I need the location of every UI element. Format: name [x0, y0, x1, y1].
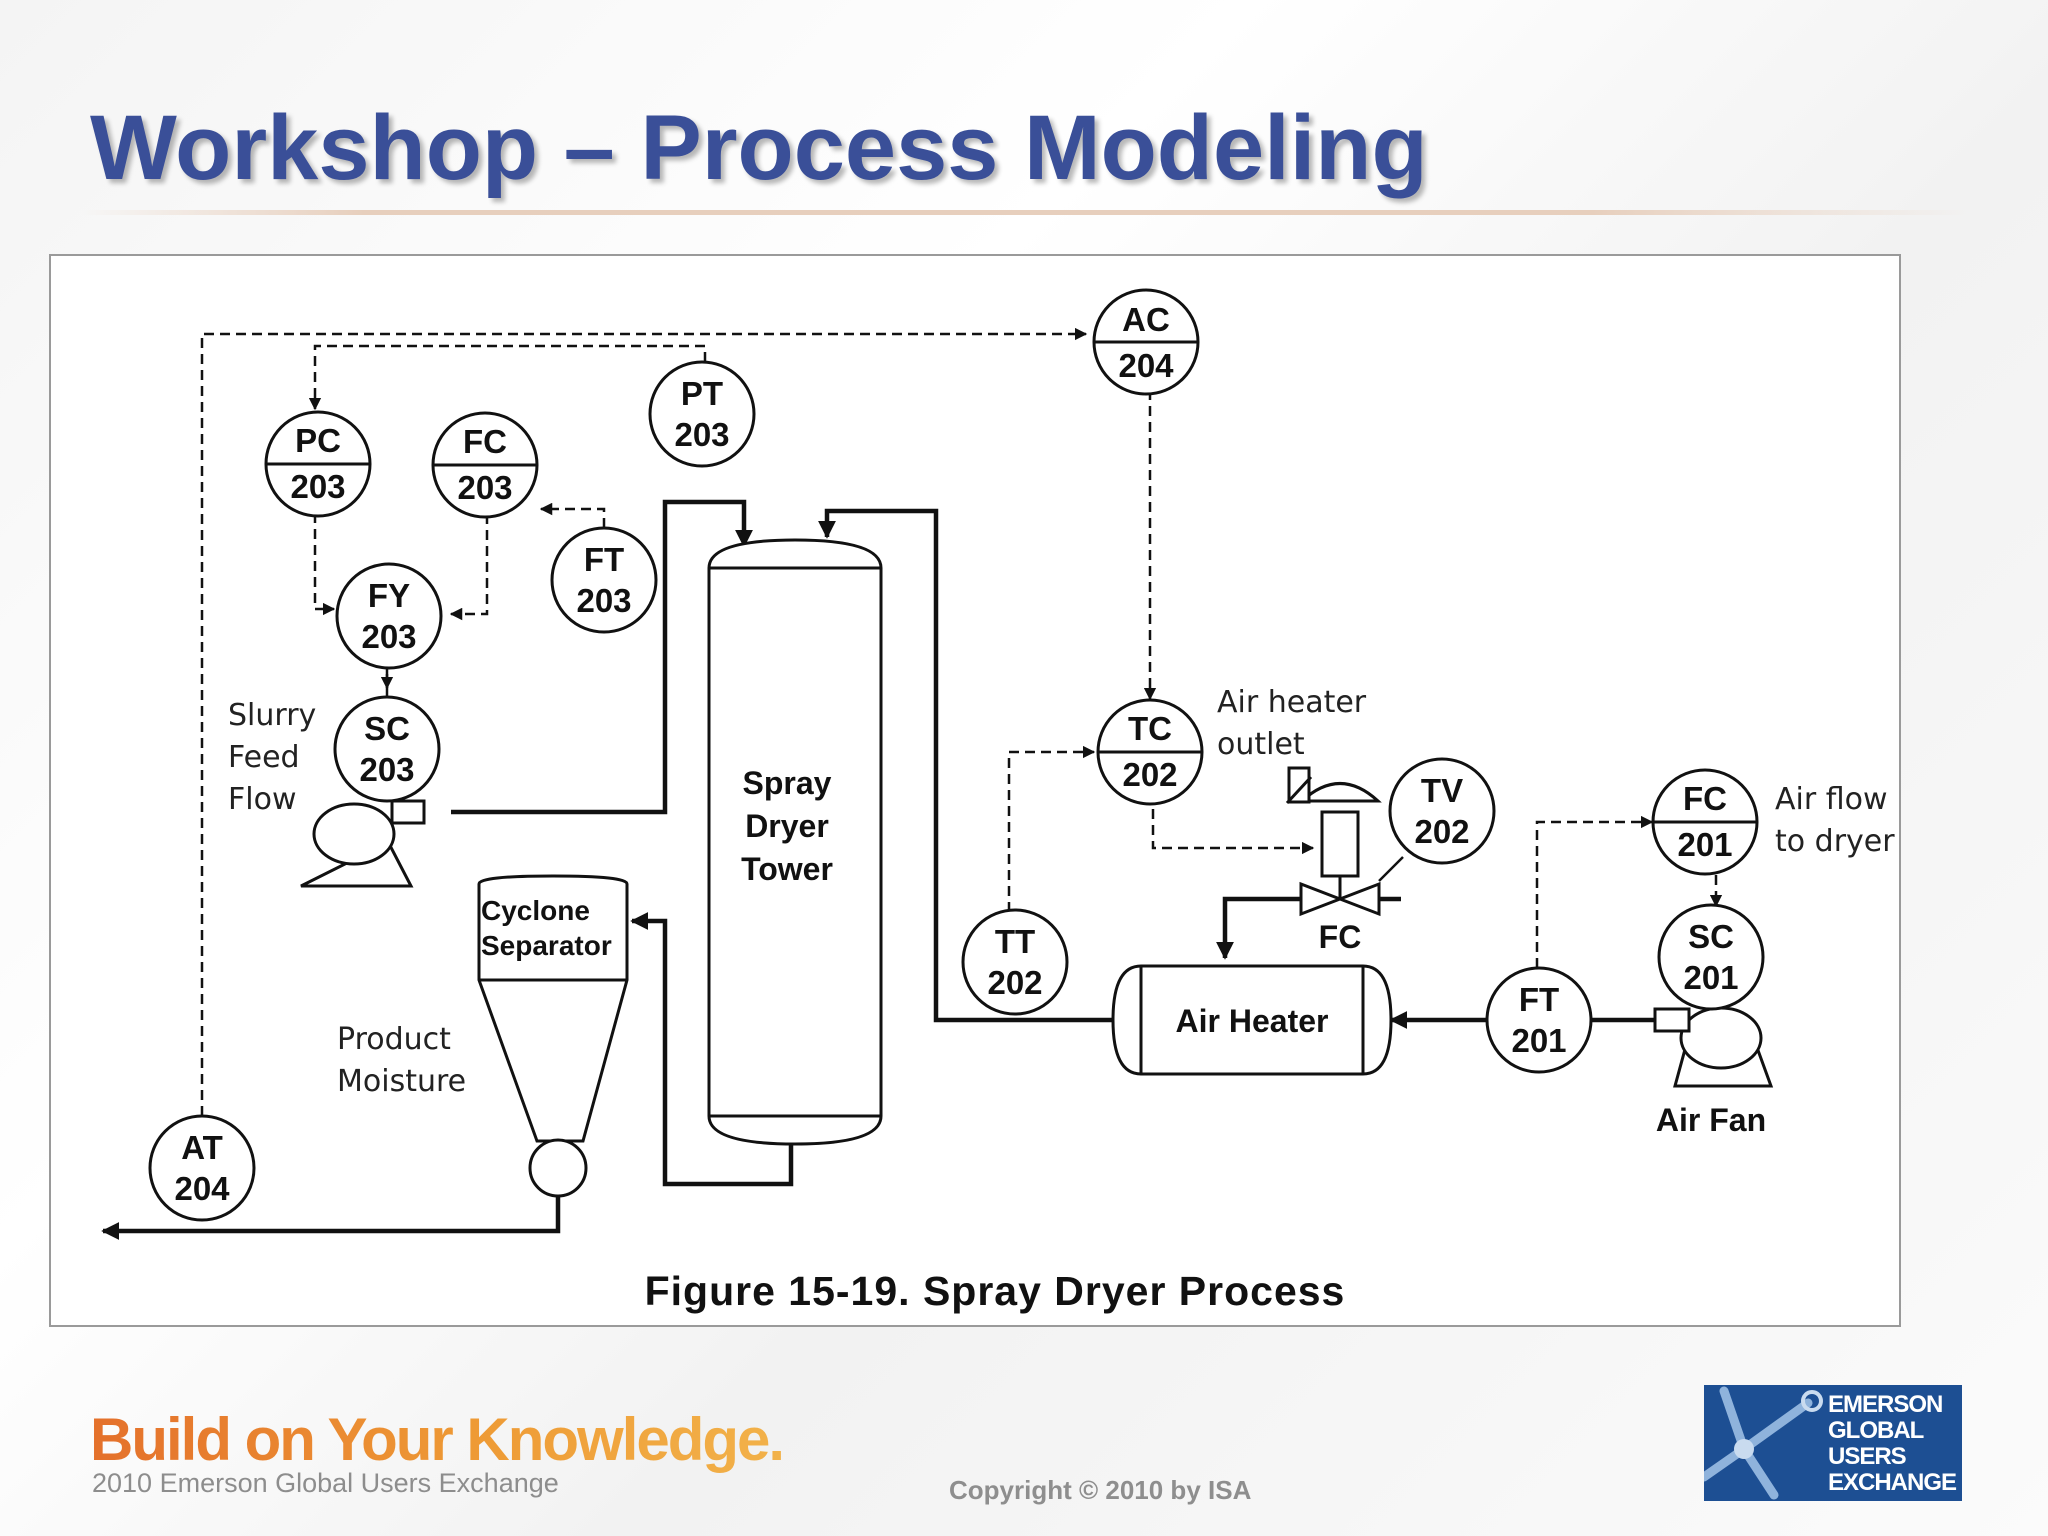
fc203-tag: FC: [463, 423, 507, 460]
cyclone-label-line2: Separator: [481, 930, 612, 961]
pc203-number: 203: [290, 468, 345, 505]
instrument-ac204: AC 204: [1092, 288, 1200, 396]
slurry-note-line2: Feed: [228, 740, 300, 775]
air-fan: [1653, 1006, 1774, 1088]
logo-text-line3: USERS: [1828, 1443, 1907, 1470]
tt202-tag: TT: [995, 923, 1035, 960]
logo-text-line2: GLOBAL: [1828, 1417, 1924, 1444]
signal-tc202-to-tv202: [1151, 809, 1315, 855]
logo-molecule-icon: [1704, 1386, 1823, 1500]
slide-title: Workshop – Process Modeling: [90, 97, 1428, 199]
sc203-tag: SC: [364, 710, 410, 747]
moisture-note-line1: Product: [337, 1022, 451, 1057]
tower-bottom-to-cyclone: [630, 912, 794, 1187]
spray-dryer-tower: [707, 538, 883, 1146]
sc201-tag: SC: [1688, 918, 1734, 955]
signal-ft201-to-fc201: [1535, 815, 1654, 984]
emerson-logo: EMERSON GLOBAL USERS EXCHANGE: [1704, 1385, 1962, 1501]
slurry-feed-line: [451, 499, 753, 815]
pt203-number: 203: [674, 416, 729, 453]
fc201-tag: FC: [1683, 780, 1727, 817]
pc203-tag: PC: [295, 422, 341, 459]
at204-tag: AT: [181, 1129, 223, 1166]
ac204-tag: AC: [1122, 301, 1170, 338]
instrument-sc201: SC 201: [1657, 903, 1765, 1011]
tower-label-line2: Dryer: [745, 808, 829, 844]
instrument-fc201: FC 201: [1651, 768, 1759, 876]
instrument-tt202: TT 202: [961, 908, 1069, 1016]
spray-dryer-diagram: Spray Dryer Tower Cyclone Separator Air …: [49, 254, 1901, 1327]
instrument-fy203: FY 203: [335, 562, 443, 670]
tc202-tag: TC: [1128, 710, 1172, 747]
tower-label-line1: Spray: [743, 765, 832, 801]
air-flow-note-line1: Air flow: [1775, 782, 1888, 817]
instrument-tc202: TC 202: [1096, 698, 1204, 806]
tt202-number: 202: [987, 964, 1042, 1001]
logo-text-line4: EXCHANGE: [1828, 1469, 1957, 1496]
slurry-pump: [300, 799, 426, 888]
logo-text-line1: EMERSON: [1828, 1391, 1943, 1418]
signal-pc203-to-fy203: [313, 513, 336, 616]
ac204-number: 204: [1118, 347, 1174, 384]
tc202-number: 202: [1122, 756, 1177, 793]
fc203-number: 203: [457, 469, 512, 506]
valve-fail-label: FC: [1319, 919, 1362, 955]
instrument-ft201: FT 201: [1485, 966, 1593, 1074]
product-outlet-line: [101, 1196, 561, 1240]
instrument-sc203: SC 203: [333, 695, 441, 803]
sc201-number: 201: [1683, 959, 1738, 996]
cyclone-separator: [477, 874, 629, 1198]
ft203-number: 203: [576, 582, 631, 619]
air-heater-outlet-note-line1: Air heater: [1217, 685, 1367, 720]
footer-subtitle: 2010 Emerson Global Users Exchange: [92, 1468, 559, 1498]
ft201-tag: FT: [1519, 981, 1559, 1018]
tv202-tag: TV: [1421, 772, 1463, 809]
instrument-at204: AT 204: [148, 1114, 256, 1222]
valve-to-heater-line: [1216, 896, 1301, 960]
instrument-fc203: FC 203: [431, 411, 539, 519]
instrument-pc203: PC 203: [264, 410, 372, 518]
signal-ft203-to-fc203: [539, 502, 606, 528]
at204-number: 204: [174, 1170, 230, 1207]
ft203-tag: FT: [584, 541, 624, 578]
tower-label-line3: Tower: [741, 851, 833, 887]
air-fan-label: Air Fan: [1656, 1102, 1766, 1138]
signal-tt202-to-tc202: [1007, 745, 1096, 912]
figure-caption: Figure 15-19. Spray Dryer Process: [645, 1268, 1346, 1314]
pid-drawing: Spray Dryer Tower Cyclone Separator Air …: [101, 288, 1895, 1314]
ft201-number: 201: [1511, 1022, 1566, 1059]
fy203-number: 203: [361, 618, 416, 655]
signal-pt203-to-pc203: [308, 344, 707, 411]
air-heater: [1111, 964, 1393, 1076]
signal-tv202-link: [1378, 856, 1404, 882]
signal-at204-to-ac204: [200, 327, 1088, 1116]
instrument-ft203: FT 203: [550, 526, 658, 634]
instrument-pt203: PT 203: [648, 360, 756, 468]
process-lines: [101, 499, 1696, 1240]
title-divider: [80, 210, 1970, 215]
copyright-notice: Copyright © 2010 by ISA: [949, 1475, 1252, 1505]
fy203-tag: FY: [368, 577, 410, 614]
slurry-note-line3: Flow: [228, 782, 296, 817]
slurry-note-line1: Slurry: [228, 698, 316, 733]
fc201-number: 201: [1677, 826, 1732, 863]
connector-lines: [380, 668, 1404, 882]
sc203-number: 203: [359, 751, 414, 788]
control-valve: [1285, 766, 1382, 917]
air-heater-label: Air Heater: [1176, 1003, 1329, 1039]
footer-slogan: Build on Your Knowledge.: [90, 1406, 785, 1473]
moisture-note-line2: Moisture: [337, 1064, 466, 1099]
pt203-tag: PT: [681, 375, 723, 412]
tv202-number: 202: [1414, 813, 1469, 850]
signal-lines: [200, 327, 1723, 1116]
air-flow-note-line2: to dryer: [1775, 824, 1895, 859]
cyclone-label-line1: Cyclone: [481, 895, 590, 926]
instrument-tv202: TV 202: [1388, 757, 1496, 865]
signal-fc203-to-fy203: [449, 514, 489, 621]
air-heater-outlet-note-line2: outlet: [1217, 727, 1305, 762]
hot-air-line: [818, 508, 1115, 1023]
